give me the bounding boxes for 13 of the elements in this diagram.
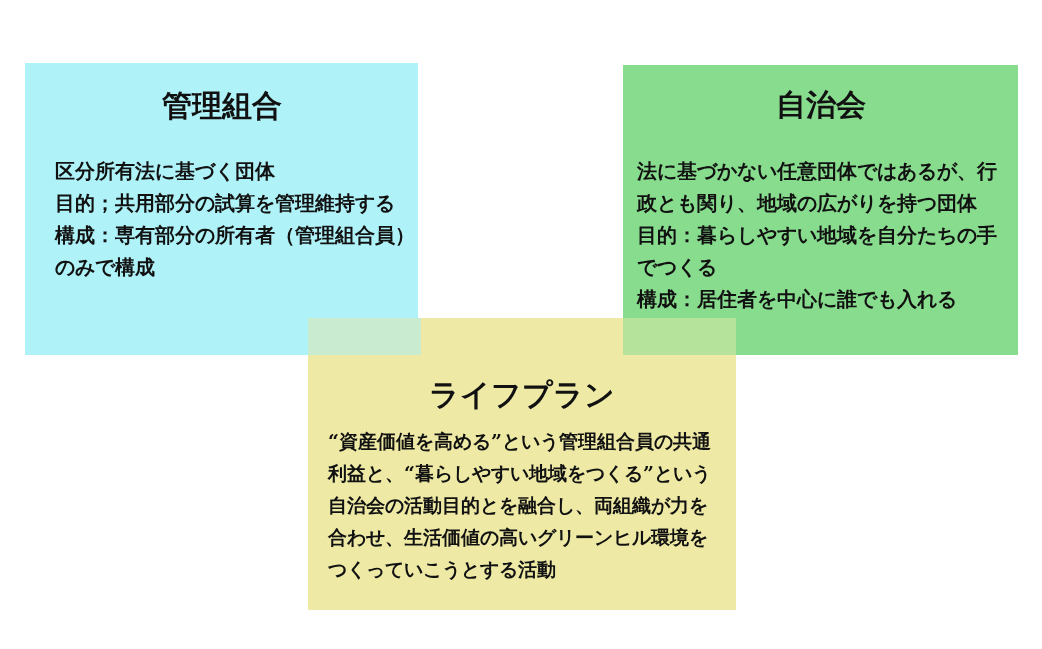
info-panel xyxy=(623,65,1018,355)
paragraph: 目的：暮らしやすい地域を自分たちの手でつくる xyxy=(637,222,998,281)
paragraph: 構成：専有部分の所有者（管理組合員）のみで構成 xyxy=(55,222,416,281)
paragraph: 法に基づかない任意団体ではあるが、行政とも関り、地域の広がりを持つ団体 xyxy=(637,158,998,217)
info-panel xyxy=(308,318,736,610)
paragraph: 区分所有法に基づく団体 xyxy=(55,158,275,185)
info-panel xyxy=(25,63,418,355)
paragraph: “資産価値を高める”という管理組合員の共通利益と、“暮らしやすい地域をつくる”という自治会の活動目的とを融合し、両組織が力を合わせ、生活価値の高いグリーンヒル環境をつくっていこうとする活動 xyxy=(328,429,712,582)
paragraph: 構成：居住者を中心に誰でも入れる xyxy=(637,286,957,313)
paragraph: 目的；共用部分の試算を管理維持する xyxy=(55,190,395,217)
card-title: 管理組合 xyxy=(161,88,282,124)
card-title: ライフプラン xyxy=(429,377,615,413)
card-title: 自治会 xyxy=(775,87,866,123)
